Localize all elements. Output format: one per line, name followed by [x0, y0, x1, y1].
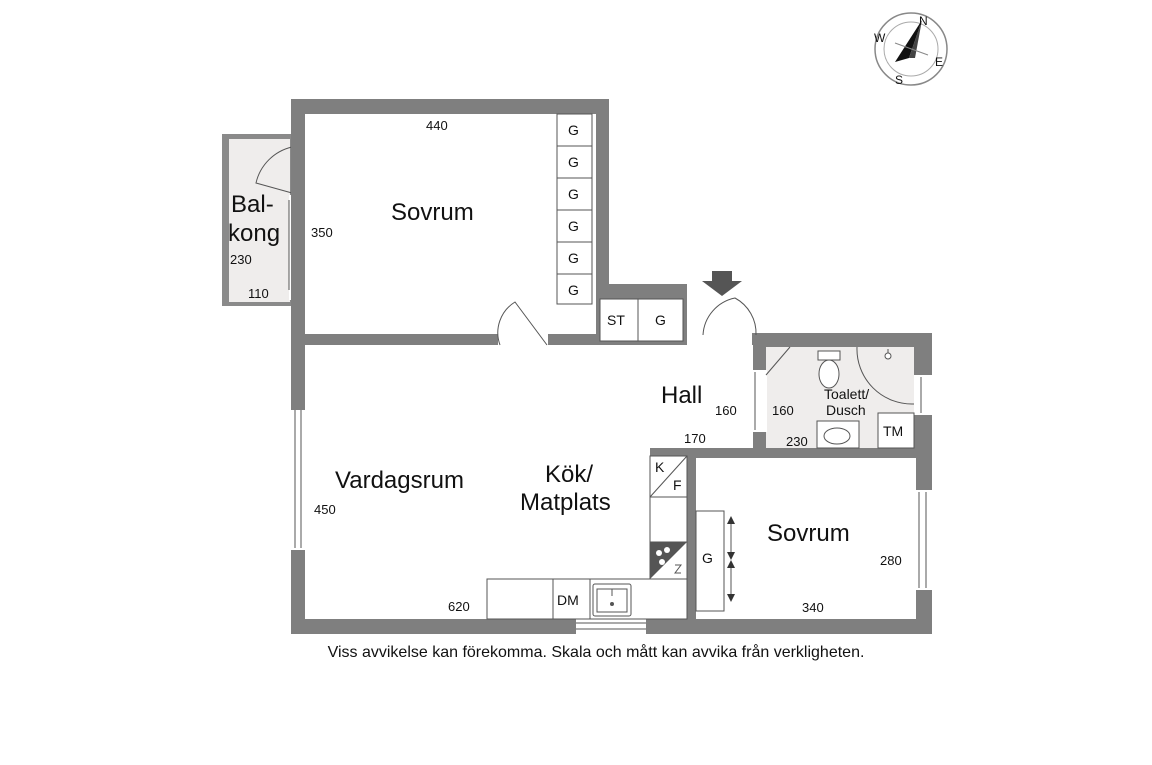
- wardrobe-label: G: [568, 282, 579, 298]
- bathroom-fixtures: TM: [765, 346, 915, 449]
- living-room-height: 450: [314, 502, 336, 517]
- dishwasher-label: DM: [557, 592, 579, 608]
- compass-s: S: [895, 73, 903, 87]
- bedroom-top-width: 440: [426, 118, 448, 133]
- storage-label: ST: [607, 312, 625, 328]
- kitchen-label: Kök/: [545, 461, 593, 488]
- shower-icon: [884, 349, 892, 360]
- wardrobe-label: G: [568, 122, 579, 138]
- bedroom-bottom-label: Sovrum: [767, 520, 850, 547]
- hall-width: 170: [684, 431, 706, 446]
- balcony-label: kong: [228, 220, 280, 247]
- storage-closets: ST G: [599, 298, 684, 342]
- living-room-label: Vardagsrum: [335, 467, 464, 494]
- wardrobe-label: G: [568, 186, 579, 202]
- bathroom-height: 160: [772, 403, 794, 418]
- balcony-label: Bal-: [231, 191, 274, 218]
- fridge-label: K: [655, 459, 665, 475]
- kitchen-label: Matplats: [520, 489, 611, 516]
- bedroom-bottom-height: 280: [880, 553, 902, 568]
- balcony-dimension: 230: [230, 252, 252, 267]
- wardrobe-column: G G G G G G: [556, 113, 593, 305]
- bedroom-top-label: Sovrum: [391, 199, 474, 226]
- bathroom-label: Toalett/: [824, 386, 869, 402]
- compass-w: W: [874, 31, 886, 45]
- wardrobe-label: G: [655, 312, 666, 328]
- entrance-arrow-icon: [702, 271, 742, 296]
- compass-n: N: [919, 14, 928, 28]
- wardrobe-label: G: [702, 550, 713, 566]
- wardrobe-label: G: [568, 250, 579, 266]
- kitchen-fixtures: K F DM: [486, 455, 688, 620]
- hall-height: 160: [715, 403, 737, 418]
- compass-e: E: [935, 55, 943, 69]
- freezer-label: F: [673, 477, 682, 493]
- bedroom-top-height: 350: [311, 225, 333, 240]
- disclaimer-text: Viss avvikelse kan förekomma. Skala och …: [327, 644, 865, 661]
- bedroom-wardrobe: G: [695, 510, 735, 612]
- hall-label: Hall: [661, 382, 702, 409]
- wardrobe-label: G: [568, 154, 579, 170]
- balcony-dimension: 110: [248, 286, 269, 301]
- washer-label: TM: [883, 423, 903, 439]
- living-room-width: 620: [448, 599, 470, 614]
- bathroom-label: Dusch: [826, 402, 866, 418]
- bedroom-bottom-width: 340: [802, 600, 824, 615]
- doors: [290, 282, 932, 634]
- compass-icon: N E S W: [874, 12, 948, 87]
- wardrobe-label: G: [568, 218, 579, 234]
- double-arrow-icon: [727, 516, 735, 602]
- bathroom-width: 230: [786, 434, 808, 449]
